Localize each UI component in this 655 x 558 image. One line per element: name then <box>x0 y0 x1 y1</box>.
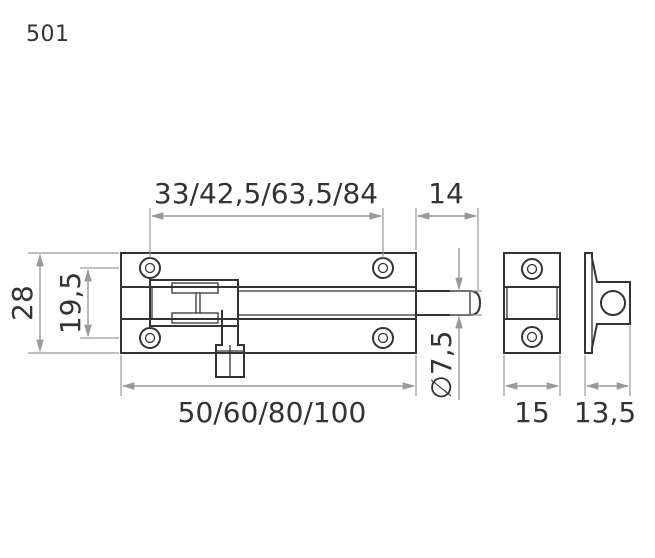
screw-hole <box>139 327 161 349</box>
dimension-label-length: 50/60/80/100 <box>178 396 367 429</box>
dimension-bolt-diameter <box>450 248 482 400</box>
slider-block <box>149 279 239 327</box>
dimension-screw-spacing <box>149 208 384 258</box>
screw-hole <box>372 327 394 349</box>
dimension-label-height: 28 <box>6 285 39 321</box>
model-code: 501 <box>26 22 70 47</box>
dimension-label-keeper-depth: 13,5 <box>574 396 636 429</box>
screw-hole <box>372 257 394 279</box>
dimension-label-bolt-protrusion: 14 <box>428 177 464 210</box>
screw-hole <box>521 326 543 348</box>
dimension-keeper-depth <box>584 326 631 396</box>
keeper-front-view <box>503 252 561 354</box>
screw-hole <box>521 258 543 280</box>
dimension-label-keeper-width: 15 <box>514 396 550 429</box>
bolt-rod <box>238 290 482 316</box>
dimension-bolt-protrusion <box>415 208 479 290</box>
dimension-label-bolt-diameter: ∅7,5 <box>425 331 458 400</box>
dimension-length <box>120 355 417 396</box>
dimension-label-inner-height: 19,5 <box>54 272 87 334</box>
bolt-front-view <box>120 252 482 378</box>
screw-hole <box>139 257 161 279</box>
dimension-label-screw-spacing: 33/42,5/63,5/84 <box>154 177 378 210</box>
dimension-inner-height <box>80 267 119 339</box>
dimension-height <box>28 252 119 354</box>
dimension-keeper-width <box>503 355 561 396</box>
keeper-side-view <box>584 252 631 354</box>
bolt-handle <box>215 310 245 378</box>
base-plate <box>120 252 417 354</box>
